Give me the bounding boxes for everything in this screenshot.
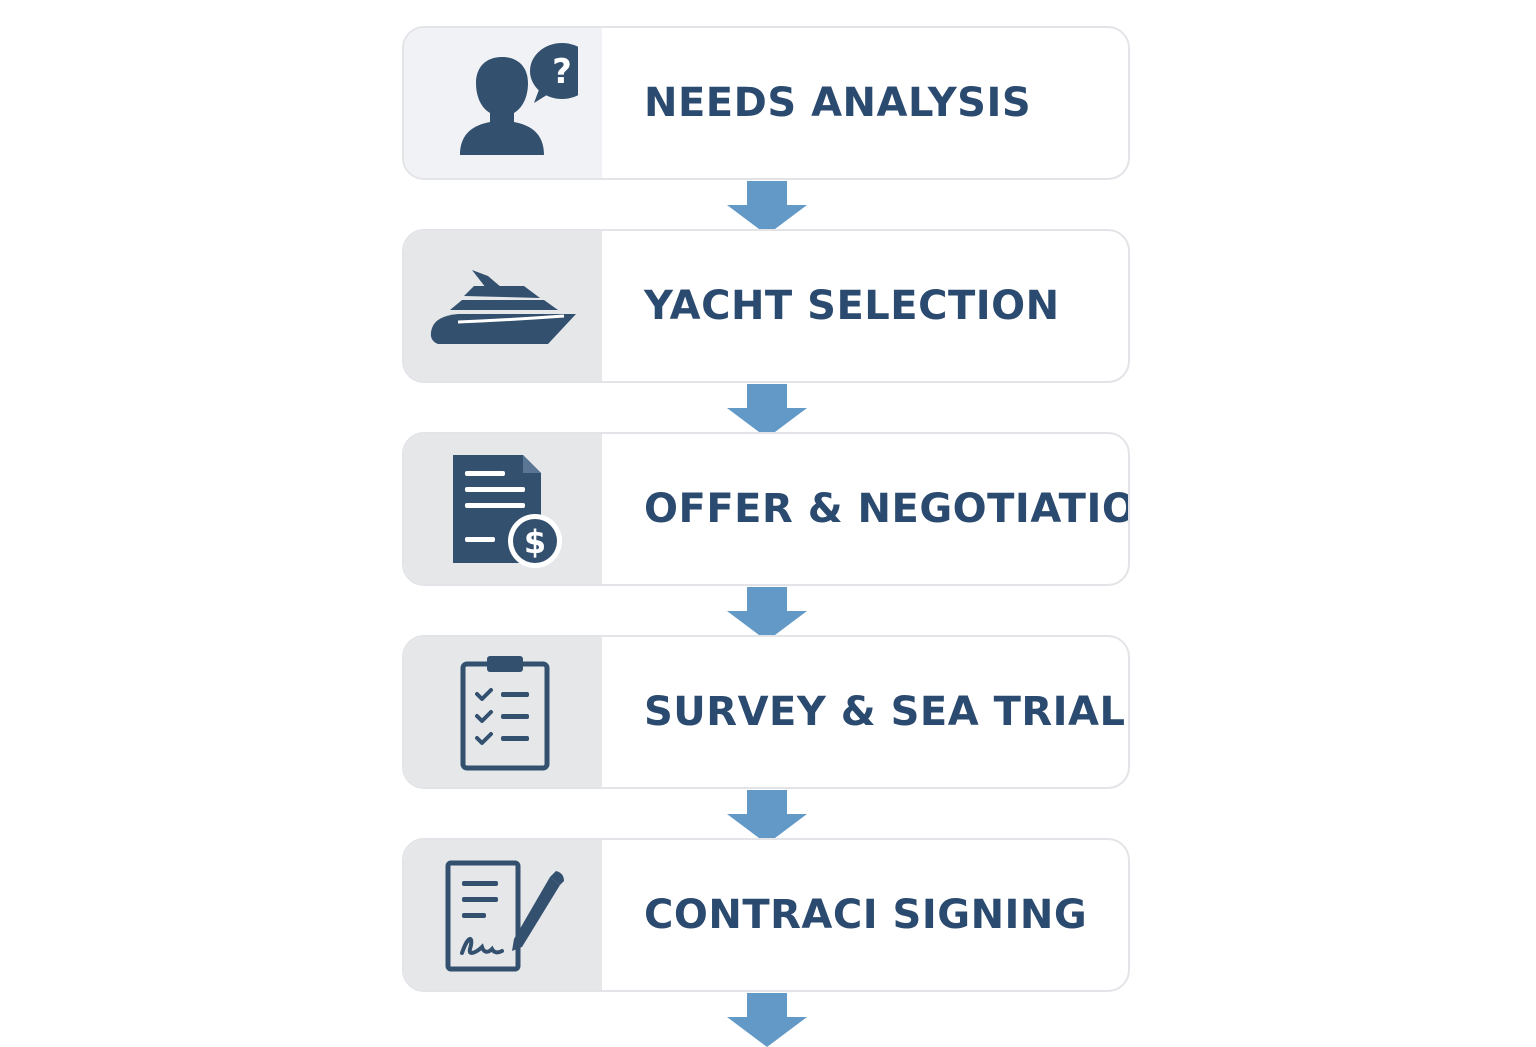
step-icon-panel [404,840,602,990]
down-arrow-icon [727,587,807,641]
step-label: SURVEY & SEA TRIAL [644,689,1126,735]
svg-text:?: ? [552,52,572,92]
step-offer-negotiation: $ OFFER & NEGOTIATION [402,432,1130,586]
step-icon-panel [404,637,602,787]
down-arrow-icon [727,384,807,438]
step-contract-signing: CONTRACI SIGNING [402,838,1130,992]
down-arrow-icon [727,993,807,1047]
step-yacht-selection: YACHT SELECTION [402,229,1130,383]
person-question-icon: ? [460,43,578,155]
step-needs-analysis: ? NEEDS ANALYSIS [402,26,1130,180]
step-label: YACHT SELECTION [644,283,1060,329]
down-arrow-icon [727,790,807,844]
step-icon-panel [404,231,602,381]
contract-pen-icon [445,860,564,972]
step-survey-sea-trial: SURVEY & SEA TRIAL [402,635,1130,789]
step-icon-panel: ? [404,28,602,178]
step-label: OFFER & NEGOTIATION [644,486,1130,532]
step-icon-panel: $ [404,434,602,584]
step-label: NEEDS ANALYSIS [644,80,1032,126]
clipboard-checklist-icon [460,656,550,771]
yacht-icon [430,270,576,344]
step-label: CONTRACI SIGNING [644,892,1088,938]
process-flow: ? NEEDS ANALYSIS YACHT SELECTION [402,26,1130,1047]
document-dollar-icon: $ [453,455,562,568]
svg-text:$: $ [524,523,546,561]
down-arrow-icon [727,181,807,235]
